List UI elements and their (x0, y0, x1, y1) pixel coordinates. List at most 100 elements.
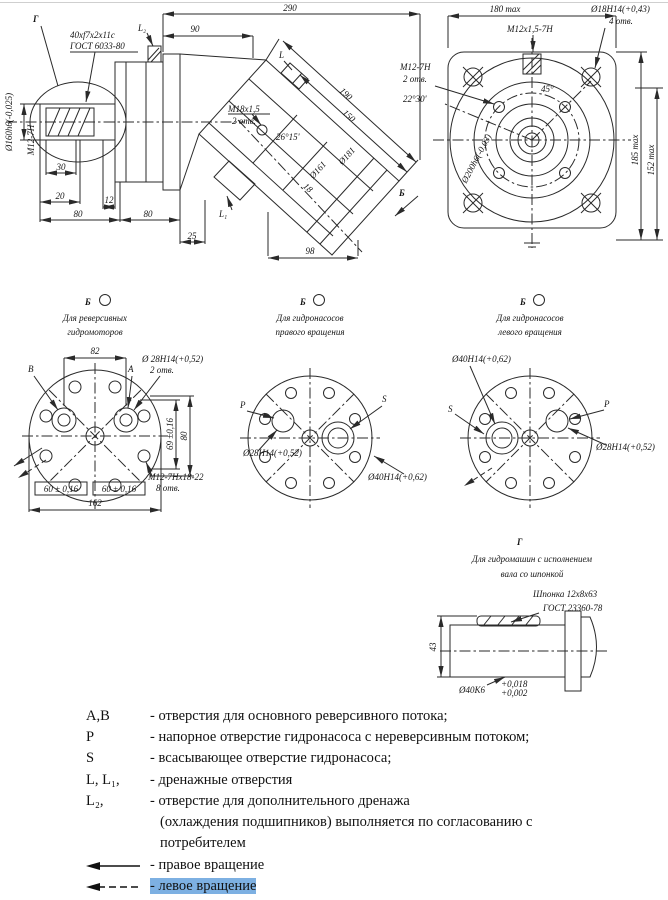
port-a-hole (113, 407, 139, 433)
port-s-hole (321, 421, 355, 455)
dia-28-label-line1: Ø 28Н14(+0,52) (141, 354, 203, 364)
dim-80-label: 80 (179, 431, 189, 441)
port-p-label: Р (603, 399, 610, 409)
left-rotation-arrow (17, 459, 47, 479)
legend-term (86, 814, 150, 830)
dia-40k6-tol-lo: +0,002 (501, 688, 528, 698)
angle-26-label: 26°15' (276, 132, 301, 142)
l2-port (147, 45, 162, 63)
view-b1-title-line1: Для реверсивных (62, 313, 127, 323)
legend-desc: - отверстия для основного реверсивного п… (150, 708, 448, 724)
view-g-title-line2: вала со шпонкой (501, 569, 564, 579)
dim-290-label: 290 (283, 3, 297, 13)
legend-desc: - всасывающее отверстие гидронасоса; (150, 750, 392, 767)
spline-callout-line2: ГОСТ 6033-80 (69, 41, 125, 51)
dim-30-label: 30 (56, 162, 67, 172)
dim-80a-label: 80 (74, 209, 84, 219)
legend-desc: - дренажные отверстия (150, 771, 293, 788)
dia-18-label-line1: Ø18Н14(+0,43) (590, 4, 650, 14)
view-b3-left-rotation-pumps: Б Для гидронасосов левого вращения Ø40Н1… (448, 294, 655, 508)
dim-60a-label: 60 ± 0,16 (44, 484, 79, 494)
m18-port (256, 124, 268, 136)
highlighted-text: - левое вращение (150, 877, 257, 894)
l-port (280, 62, 309, 90)
port-b-hole (51, 407, 77, 433)
view-b3-title-line1: Для гидронасосов (495, 313, 563, 323)
legend-row: потребителем (86, 835, 652, 851)
legend-row: Р - напорное отверстие гидронасоса с нер… (86, 729, 652, 745)
dia-28-label: Ø28Н14(+0,52) (595, 442, 655, 452)
port-p-label: Р (239, 400, 246, 410)
front-dimensions: 180 max М12х1,5-7Н Ø18Н14(+0,43) 4 отв. … (399, 4, 663, 241)
view-b1-mark: Б (84, 297, 91, 307)
legend-desc: (охлаждения подшипников) выполняется по … (160, 814, 533, 831)
dim-180-label: 180 max (490, 4, 521, 14)
dashed-left-arrow-icon (86, 878, 150, 894)
dim-12-label: 12 (105, 195, 115, 205)
dim-190-label: 190 (338, 86, 355, 103)
port-p-hole (545, 409, 569, 433)
m12x15-label: М12х1,5-7Н (506, 24, 553, 34)
port-s-label: S (448, 404, 453, 414)
m12-label-line1: М12-7Н (399, 62, 431, 72)
dim-18-label: 18 (301, 181, 315, 195)
legend-row: (охлаждения подшипников) выполняется по … (86, 814, 652, 830)
l2-label: L₂ (137, 23, 146, 33)
port-a-label: А (127, 364, 134, 374)
dim-25-label: 25 (188, 231, 198, 241)
m12-label-line2: 2 отв. (403, 74, 427, 84)
dia-181-label: Ø181 (336, 145, 357, 167)
side-geometry (6, 45, 400, 256)
dim-152-label: 152 max (646, 145, 656, 176)
dim-69-label: 69 ±0,16 (165, 418, 175, 450)
view-b1-reversible-motors: Б Для реверсивных гидромоторов В А Ø 28Н… (13, 294, 204, 513)
view-b3-mark: Б (519, 297, 526, 307)
dim-20-label: 20 (56, 191, 66, 201)
legend-term (86, 835, 150, 851)
m12-bolt-label-line1: М12-7Нх18-22 (147, 472, 204, 482)
legend-desc: - напорное отверстие гидронасоса с нерев… (150, 729, 530, 746)
legend-term: L₂, (86, 792, 104, 809)
legend: А,В - отверстия для основного реверсивно… (86, 708, 652, 899)
port-s-hole (485, 421, 519, 455)
legend-row: L, L₁, - дренажные отверстия (86, 772, 652, 788)
dia-40-label: Ø40Н14(+0,62) (367, 472, 427, 482)
right-rotation-arrow (373, 455, 405, 475)
top-border-line (0, 2, 668, 3)
l-port-label: L (278, 50, 284, 60)
dia-40k6-tol-hi: +0,018 (501, 679, 528, 689)
dia-18-label-line2: 4 отв. (609, 16, 633, 26)
key-callout-line2: ГОСТ 23360-78 (542, 603, 603, 613)
detail-g-mark: Г (32, 14, 39, 24)
port-p-hole (271, 409, 295, 433)
shaft-dimensions: 43 Ø40К6 +0,018 +0,002 (428, 615, 528, 698)
dim-150-label: 150 (341, 108, 358, 125)
view-b-mark: Б (398, 188, 405, 198)
view-b2-title-line1: Для гидронасосов (275, 313, 343, 323)
l1-label: L₁ (218, 209, 227, 219)
legend-term: Р (86, 729, 95, 746)
dim-98-label: 98 (306, 246, 316, 256)
key (476, 615, 541, 627)
view-b2-title-line2: правого вращения (275, 327, 344, 337)
dia-40k6-label: Ø40К6 (458, 685, 485, 695)
view-b2-mark: Б (299, 297, 306, 307)
view-b3-title-line2: левого вращения (497, 327, 562, 337)
legend-term: А,В (86, 708, 110, 724)
port-views-band: Б Для реверсивных гидромоторов В А Ø 28Н… (13, 294, 655, 513)
dim-82-label: 82 (91, 346, 101, 356)
legend-row-right-rotation: - правое вращение (86, 857, 652, 873)
dia-40-label: Ø40Н14(+0,62) (451, 354, 511, 364)
m12-bolt-label-line2: 8 отв. (156, 483, 180, 493)
legend-desc: - отверстие для дополнительного дренажа (150, 792, 410, 809)
key-callout-line1: Шпонка 12х8х63 (532, 589, 598, 599)
dim-90-label: 90 (191, 24, 201, 34)
front-geometry (433, 38, 631, 248)
dim-60b-label: 60 ± 0,16 (102, 484, 137, 494)
view-g-title-line1: Для гидромашин с исполнением (471, 554, 592, 564)
dia-28-label: Ø28Н14(+0,52) (242, 448, 302, 458)
legend-term: S (86, 750, 95, 767)
legend-row: S - всасывающее отверстие гидронасоса; (86, 750, 652, 766)
angle-45-label: 45° (541, 84, 554, 94)
